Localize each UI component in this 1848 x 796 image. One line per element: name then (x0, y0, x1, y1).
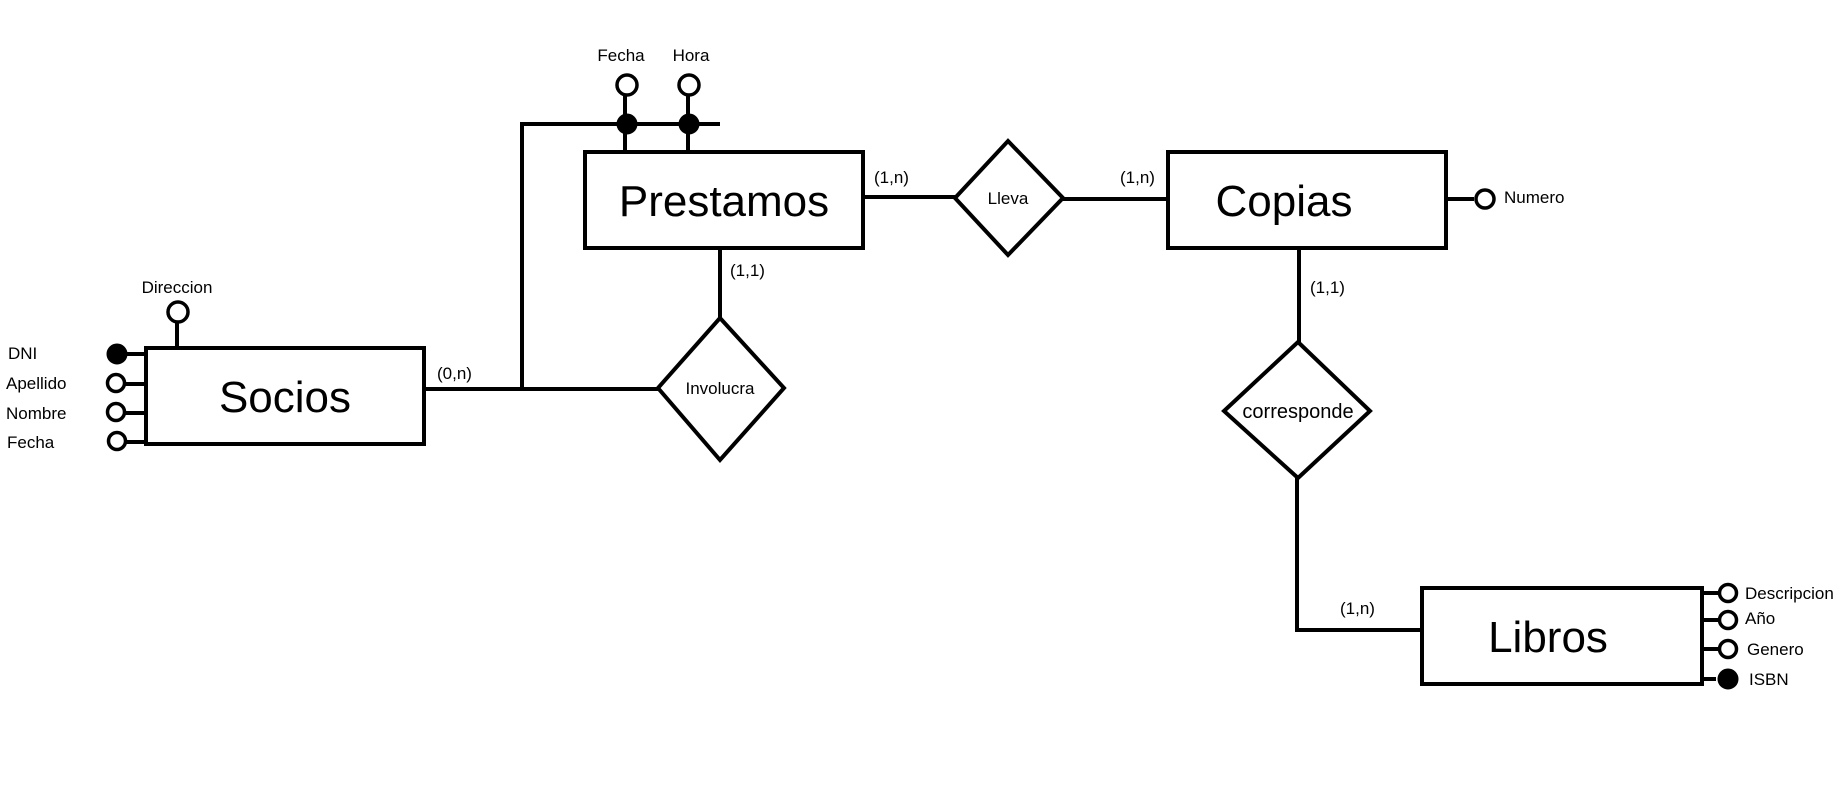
attr-socios-dni-label: DNI (8, 344, 37, 363)
entity-socios-box (144, 346, 426, 446)
entity-copias-label: Copias (1216, 177, 1353, 226)
attr-libros-descripcion-marker (1717, 582, 1739, 604)
relationship-lleva-label: Lleva (988, 189, 1029, 208)
attr-prestamos-hora-label: Hora (673, 46, 710, 65)
relationship-involucra-diamond (655, 315, 787, 464)
attr-socios-direccion-marker (166, 300, 190, 324)
entity-libros-label: Libros (1488, 613, 1608, 662)
entity-libros-box (1420, 586, 1704, 686)
attr-libros-isbn-label: ISBN (1749, 670, 1789, 689)
attr-socios-nombre-marker (105, 401, 127, 423)
attr-socios-apellido-marker (105, 372, 127, 394)
attr-socios-dni-marker (106, 343, 128, 365)
card-copias-lleva: (1,n) (1120, 168, 1155, 187)
attr-libros-anio-label: Año (1745, 609, 1775, 628)
relationship-lleva-diamond (952, 138, 1066, 258)
entity-copias[interactable]: Copias (1166, 150, 1448, 250)
entity-prestamos-box (583, 150, 865, 250)
relationship-corresponde[interactable]: corresponde (1221, 339, 1373, 481)
attr-libros-genero-label: Genero (1747, 640, 1804, 659)
relationship-involucra[interactable]: Involucra (655, 315, 787, 464)
attr-libros-anio-marker (1717, 609, 1739, 631)
attr-prestamos-hora-open-marker (677, 73, 701, 97)
line-corresponde-libros (1295, 478, 1422, 632)
entity-socios-label: Socios (219, 373, 351, 422)
line-involucra-bracket (520, 122, 720, 389)
entity-prestamos-label: Prestamos (619, 177, 829, 226)
entity-socios[interactable]: Socios (144, 346, 426, 446)
entity-copias-box (1166, 150, 1448, 250)
attr-copias-numero-marker (1474, 188, 1496, 210)
attr-socios-apellido-label: Apellido (6, 374, 67, 393)
attr-copias-numero-label: Numero (1504, 188, 1564, 207)
relationship-corresponde-diamond (1221, 339, 1373, 481)
card-prestamos-lleva: (1,n) (874, 168, 909, 187)
attr-prestamos-fecha-label: Fecha (597, 46, 645, 65)
attr-socios-direccion-label: Direccion (142, 278, 213, 297)
entity-libros[interactable]: Libros (1420, 586, 1704, 686)
attr-prestamos-fecha-key-marker (616, 113, 638, 135)
attr-libros-genero-marker (1717, 638, 1739, 660)
card-libros-corresponde: (1,n) (1340, 599, 1375, 618)
attr-socios-nombre-label: Nombre (6, 404, 66, 423)
attr-libros-isbn-marker (1717, 668, 1739, 690)
attr-prestamos-fecha-open-marker (615, 73, 639, 97)
card-copias-corresponde: (1,1) (1310, 278, 1345, 297)
attr-socios-fecha-label: Fecha (7, 433, 55, 452)
attr-socios-fecha-marker (106, 430, 128, 452)
card-prestamos-involucra: (1,1) (730, 261, 765, 280)
attr-libros-descripcion-label: Descripcion (1745, 584, 1834, 603)
relationship-involucra-label: Involucra (686, 379, 756, 398)
attr-prestamos-hora-key-marker (678, 113, 700, 135)
entity-prestamos[interactable]: Prestamos (583, 150, 865, 250)
relationship-lleva[interactable]: Lleva (952, 138, 1066, 258)
relationship-corresponde-label: corresponde (1242, 401, 1353, 423)
card-socios-involucra: (0,n) (437, 364, 472, 383)
